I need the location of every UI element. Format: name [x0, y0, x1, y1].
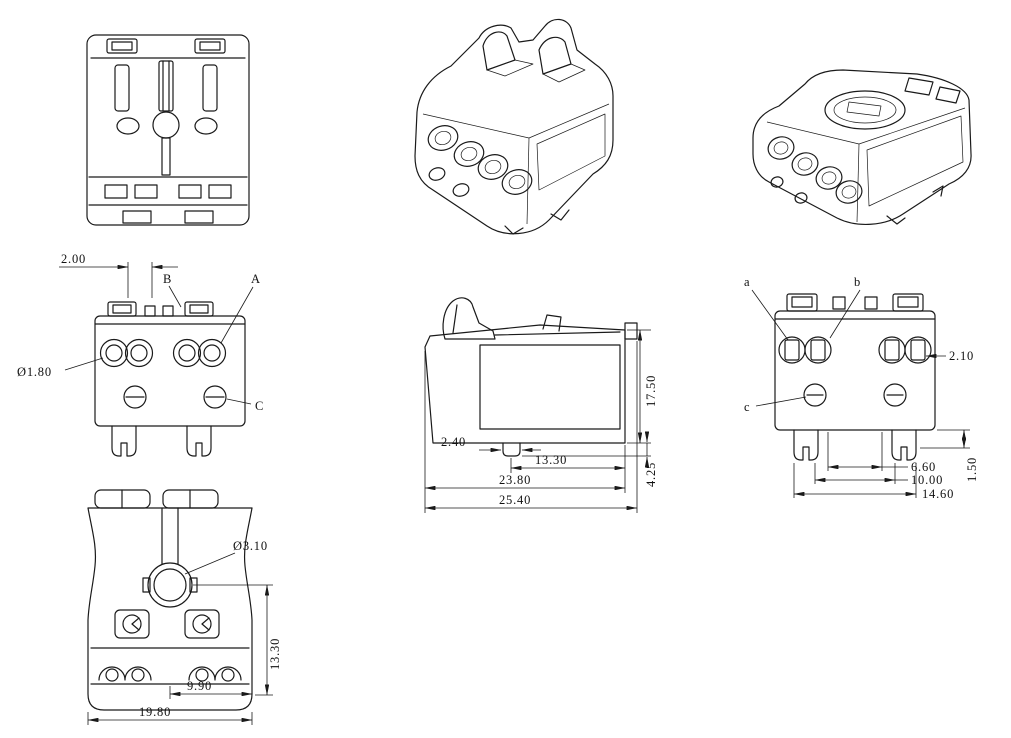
top-view [86, 34, 250, 226]
iso2-top-opening [824, 90, 906, 130]
label-B: B [163, 272, 172, 286]
bottom-outline [87, 489, 253, 711]
back-foot-right [891, 429, 917, 461]
dim-phi-3-10: Ø3.10 [233, 539, 268, 553]
dim-phi-1-80: Ø1.80 [17, 365, 52, 379]
dim-10-00: 10.00 [911, 473, 943, 487]
side-outline [424, 297, 638, 457]
dim-2-10: 2.10 [949, 349, 974, 363]
iso2-body [752, 69, 972, 225]
dim-17-50: 17.50 [644, 375, 658, 407]
label-c: c [744, 400, 750, 414]
label-A: A [251, 272, 261, 286]
label-a: a [744, 275, 750, 289]
iso1-lever-1 [482, 31, 516, 71]
dim-4-25: 4.25 [644, 462, 658, 487]
isometric-front-view [414, 18, 614, 235]
back-outline [774, 293, 936, 461]
isometric-rear-view [752, 69, 972, 225]
front-dimensions [59, 262, 254, 405]
front-foot-left [111, 425, 137, 457]
dim-2-40: 2.40 [441, 435, 466, 449]
label-C: C [255, 399, 264, 413]
side-pin [502, 442, 521, 457]
dim-25-40: 25.40 [499, 493, 531, 507]
dim-1-50: 1.50 [965, 457, 979, 482]
back-foot-left [793, 429, 819, 461]
iso1-lever-2 [538, 36, 572, 75]
back-view: a b 2.10 c 6.60 10.00 14.60 1.50 [744, 275, 979, 501]
dim-13-30-side: 13.30 [535, 453, 567, 467]
dim-13-30-bottom: 13.30 [268, 638, 282, 670]
dim-14-60: 14.60 [922, 487, 954, 501]
dim-23-80: 23.80 [499, 473, 531, 487]
label-b: b [854, 275, 861, 289]
back-dimensions [751, 289, 970, 498]
dim-6-60: 6.60 [911, 460, 936, 474]
side-view: 17.50 4.25 2.40 13.30 23.80 25.40 [424, 297, 658, 513]
bottom-dimensions [87, 552, 273, 725]
bottom-view: Ø3.10 13.30 9.90 19.80 [87, 489, 282, 725]
front-outline [94, 301, 246, 457]
dim-19-80: 19.80 [139, 705, 171, 719]
side-latch [624, 322, 638, 340]
side-dimensions [424, 329, 651, 513]
dim-9-90: 9.90 [187, 679, 212, 693]
front-view: 2.00 B A Ø1.80 C [17, 252, 264, 457]
front-foot-right [186, 425, 212, 457]
side-lever [442, 297, 496, 340]
iso1-body [414, 18, 614, 235]
bottom-center-hole [147, 562, 193, 608]
dim-2-00: 2.00 [61, 252, 86, 266]
top-view-outline [86, 34, 250, 226]
